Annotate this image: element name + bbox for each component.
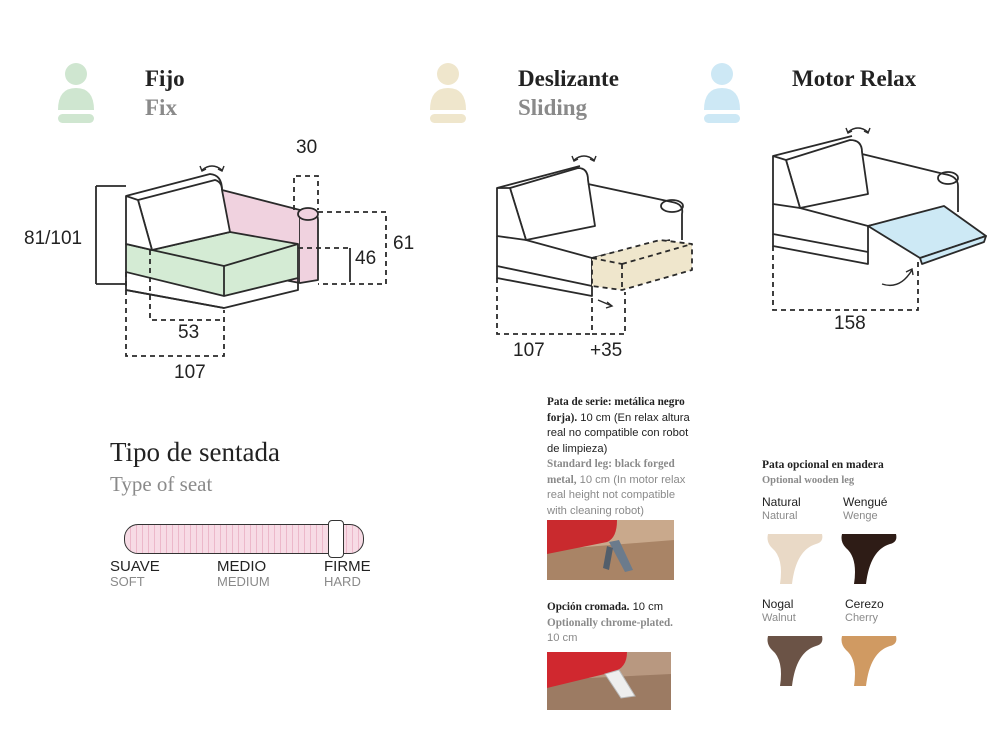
sofa-sliding-diagram [496,155,693,335]
chrome-leg-desc-es: 10 cm [629,601,664,613]
type-title-sliding: Deslizante [518,66,619,91]
chrome-leg-title-en: Optionally chrome-plated. [547,616,673,629]
wood-leg-title: Pata opcional en madera [762,459,884,471]
dim-fix-top: 30 [296,137,318,158]
dim-motor-width: 158 [834,313,866,334]
seat-subtitle: Type of seat [110,472,213,496]
wood-leg-natural[interactable] [762,528,828,588]
seat-firmness-slider[interactable] [124,520,364,558]
wood-option-natural-en: Natural [762,510,798,522]
sofa-fix-diagram [95,165,387,357]
wood-option-wenge-label: Wengué [843,495,888,509]
standard-leg-desc-en: 10 cm (In motor relax real height not co… [547,473,686,517]
wood-leg-wenge[interactable] [836,528,902,588]
person-icon-sliding [430,63,466,123]
dim-fix-depth-seat: 53 [178,322,200,343]
type-subtitle-fix: Fix [145,95,177,120]
standard-leg-desc-es: 10 cm (En relax altura real no compatibl… [547,411,690,455]
type-title-motor: Motor Relax [792,66,917,91]
standard-leg-title-en: Standard leg: black forged metal, [547,458,675,486]
seat-level-medium-en: MEDIUM [217,574,270,589]
wood-leg-cherry[interactable] [836,630,902,690]
dim-fix-height: 81/101 [24,228,83,249]
dim-sliding-extra: +35 [590,340,623,361]
seat-level-medium: MEDIO [217,558,267,575]
wood-option-wenge-en: Wenge [843,510,878,522]
chrome-leg-desc-en: 10 cm [547,632,578,644]
dim-sliding-width: 107 [513,340,545,361]
wood-option-cherry-en: Cherry [845,612,879,624]
wood-leg-walnut[interactable] [762,630,828,690]
sofa-motor-diagram [772,127,987,311]
standard-leg-text: Pata de serie: metálica negro forja). 10… [547,395,692,519]
wood-option-walnut-label: Nogal [762,597,794,611]
seat-title: Tipo de sentada [110,437,280,467]
wood-leg-subtitle: Optional wooden leg [762,475,855,486]
wood-option-natural-label: Natural [762,495,801,509]
type-subtitle-sliding: Sliding [518,95,588,120]
person-icon-fix [58,63,94,123]
chrome-leg-text: Opción cromada. 10 cm Optionally chrome-… [547,600,687,647]
slider-handle[interactable] [328,520,344,558]
seat-level-hard-en: HARD [324,574,361,589]
dim-fix-width: 107 [174,362,206,383]
slider-track [124,524,364,554]
seat-level-soft: SUAVE [110,558,160,575]
seat-level-hard: FIRME [324,558,371,575]
wood-option-walnut-en: Walnut [762,612,796,624]
dim-fix-seat: 46 [355,248,377,269]
seat-level-soft-en: SOFT [110,574,145,589]
chrome-leg-title-es: Opción cromada. [547,601,630,613]
standard-leg-title-es: Pata de serie: metálica negro forja). [547,396,685,424]
dim-fix-right: 61 [393,233,415,254]
chrome-leg-photo [547,652,671,710]
person-icon-motor [704,63,740,123]
wood-option-cherry-label: Cerezo [845,597,884,611]
type-title-fix: Fijo [145,66,185,91]
standard-leg-photo [547,520,674,580]
